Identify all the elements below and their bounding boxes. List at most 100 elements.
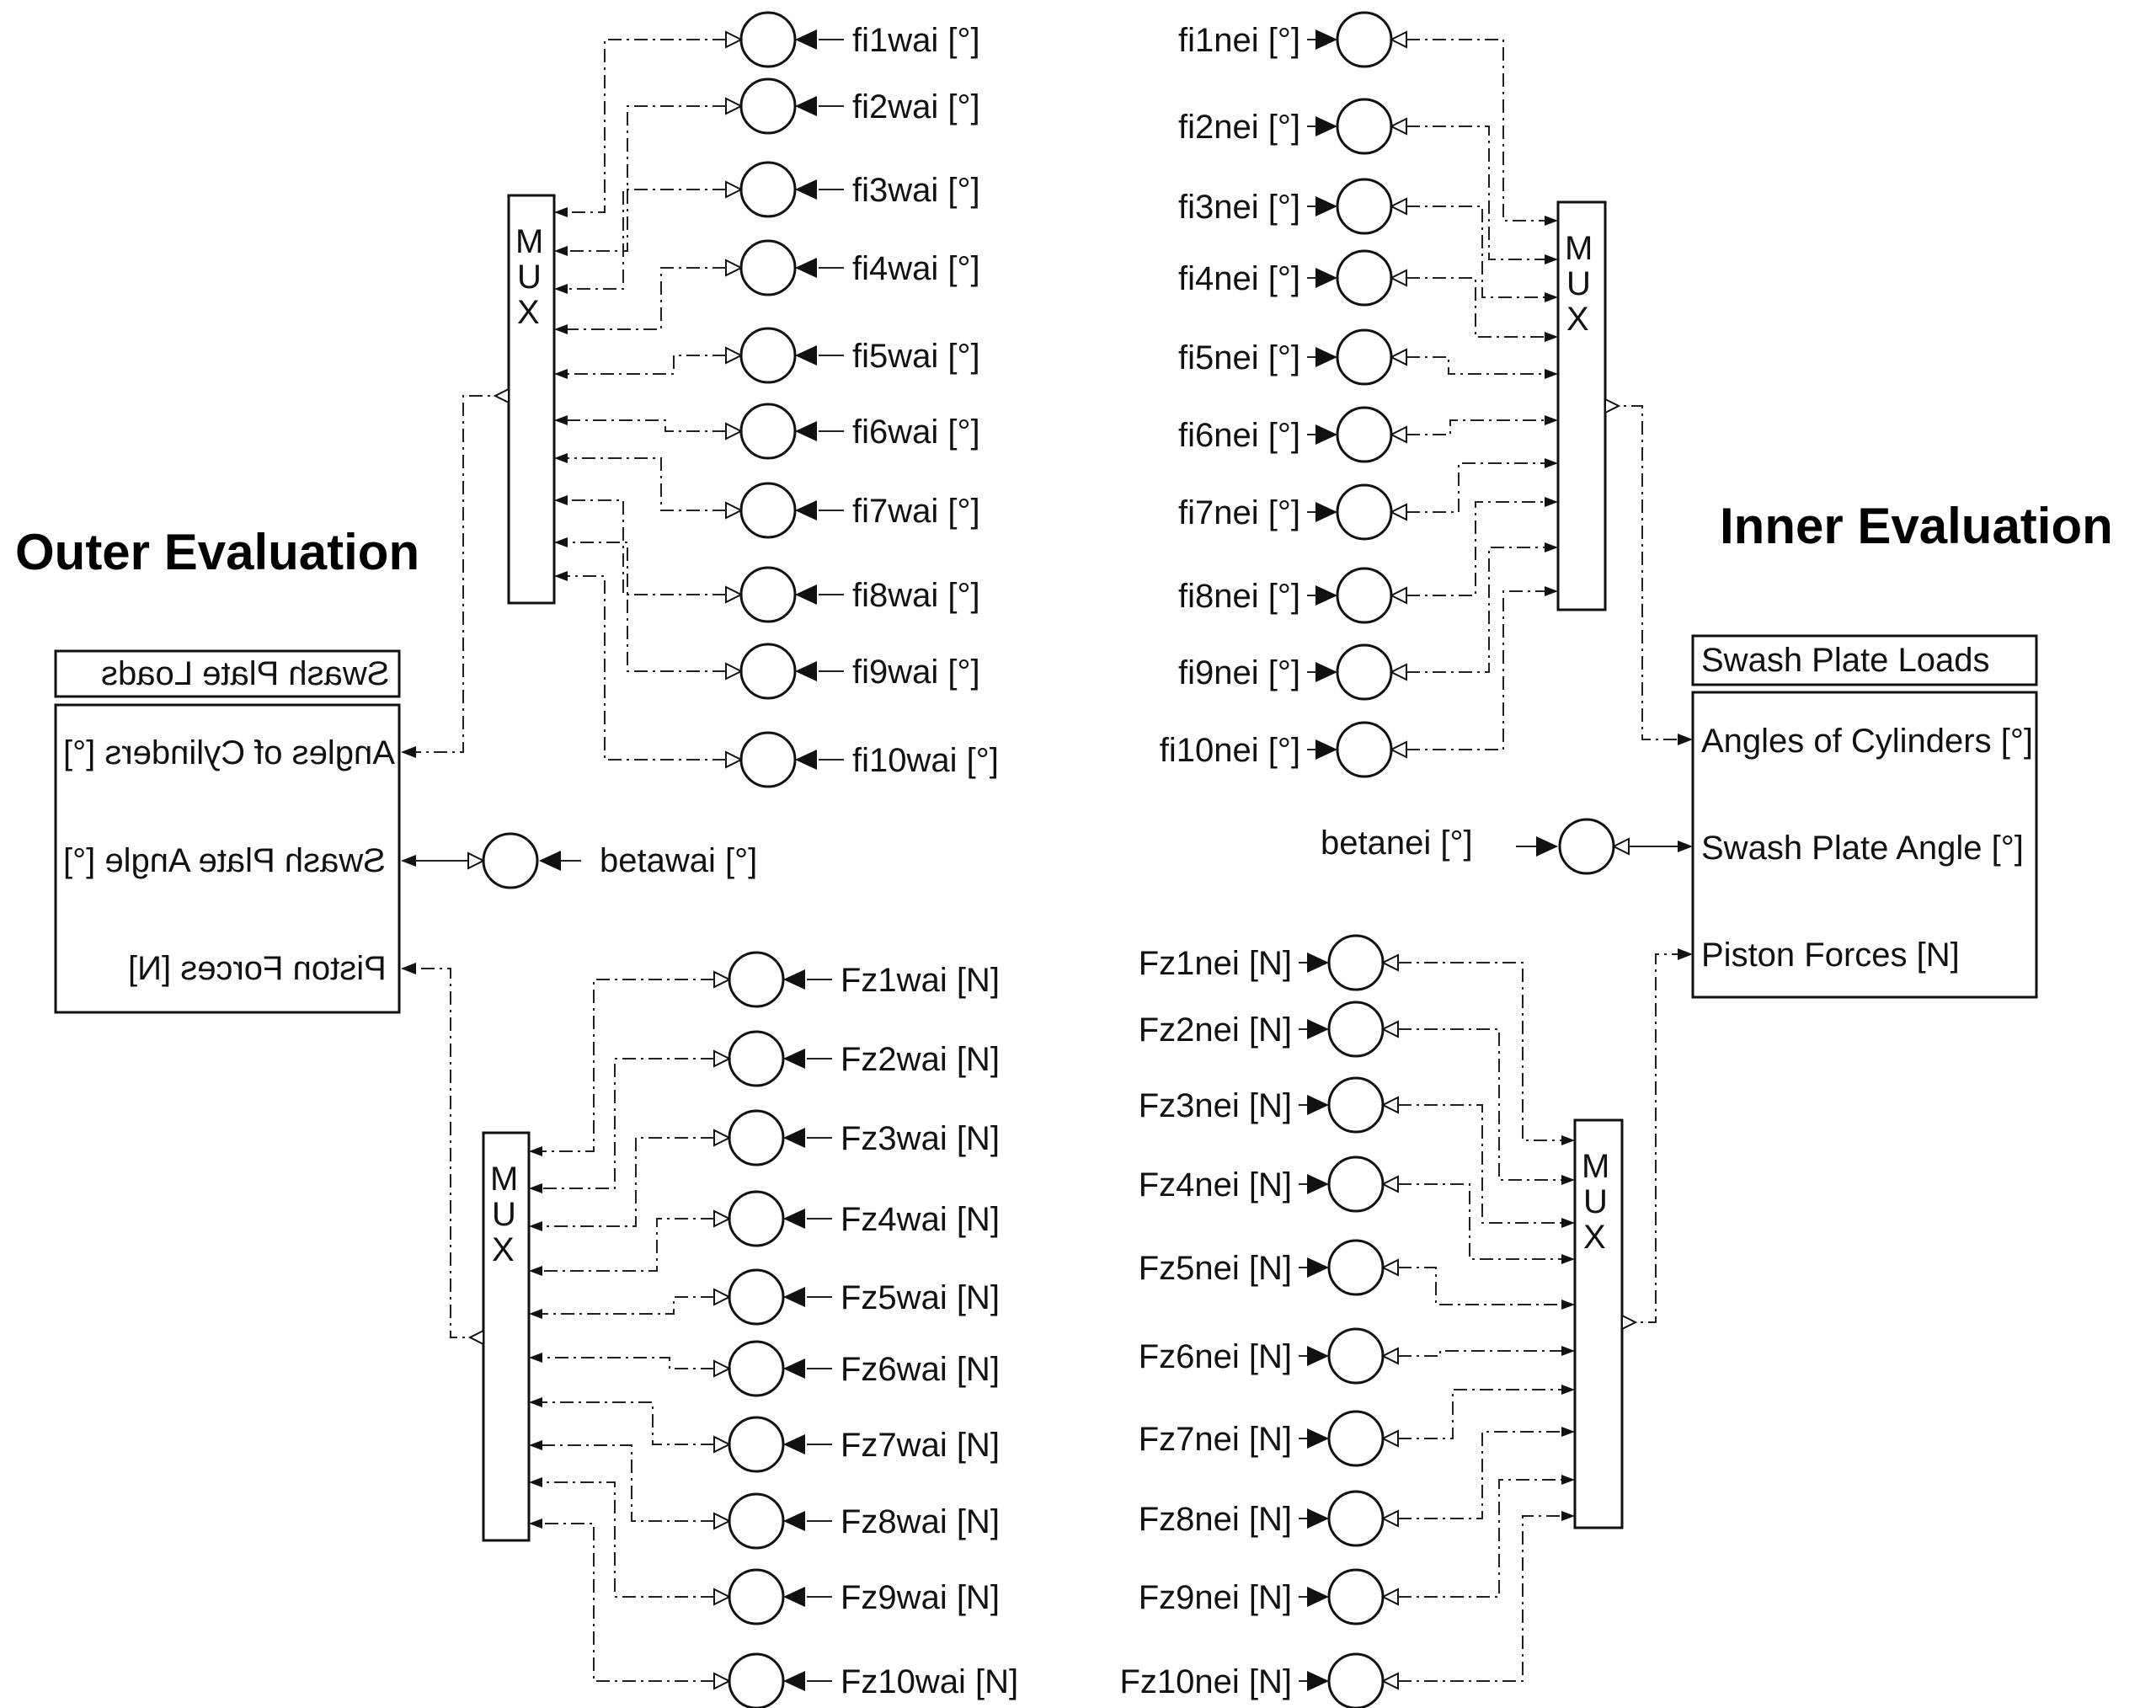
outer-fi-input-3[interactable]: fi3wai [°] [554,161,980,294]
arrow-icon [1561,1346,1575,1356]
outer-fz-input-2[interactable]: Fz2wai [N] [529,1030,1000,1193]
gain-output-port [1389,503,1407,521]
inner-fz-input-8[interactable]: Fz8nei [N] [1139,1427,1575,1547]
inner-fi-input-1[interactable]: fi1nei [°] [1178,11,1558,226]
inner-fi-input-8[interactable]: fi8nei [°] [1178,497,1558,624]
inner-fz-input-4[interactable]: Fz4nei [N] [1139,1156,1575,1264]
inner-fz-input-7[interactable]: Fz7nei [N] [1139,1385,1575,1467]
outer-fz-input-9[interactable]: Fz9wai [N] [529,1477,1000,1625]
inner-fi-input-10[interactable]: fi10nei [°] [1160,586,1558,778]
outer-fi-input-1[interactable]: fi1wai [°] [554,11,980,217]
arrow-icon [401,746,416,758]
inner-angle-mux[interactable]: M U X [1556,200,1607,611]
gain-circle [728,1568,785,1625]
arrow-icon [1678,734,1693,745]
arrow-icon [554,324,568,334]
arrow-icon [795,345,817,366]
outer-fi-input-4[interactable]: fi4wai [°] [554,239,980,334]
signal-wire [566,355,726,375]
inner-fz-input-9[interactable]: Fz9nei [N] [1139,1475,1575,1625]
arrow-icon [401,855,416,867]
gain-output-port [713,1129,732,1147]
arrow-icon [1307,1174,1329,1194]
inner-fz-input-5[interactable]: Fz5nei [N] [1139,1239,1575,1310]
arrow-icon [1315,196,1337,216]
signal-wire [566,267,726,330]
outer-fz-input-8[interactable]: Fz8wai [N] [529,1440,1000,1550]
inner-fi-input-5[interactable]: fi5nei [°] [1178,328,1558,386]
gain-circle [728,1416,785,1473]
inner-force-mux[interactable]: M U X [1573,1118,1624,1529]
outer-fi-input-5[interactable]: fi5wai [°] [554,327,980,384]
signal-label: Fz9nei [N] [1139,1579,1292,1616]
signal-label: Fz2nei [N] [1139,1011,1292,1049]
outer-angle-mux-output-wire [413,395,509,753]
outer-fz-input-3[interactable]: Fz3wai [N] [529,1109,1000,1231]
signal-wire [566,542,726,672]
inner-fz-input-6[interactable]: Fz6nei [N] [1139,1327,1575,1385]
arrow-icon [1307,1257,1329,1278]
signal-label: fi6wai [°] [852,414,980,451]
inner-fi-input-2[interactable]: fi2nei [°] [1178,98,1558,264]
arrow-icon [1307,1671,1329,1691]
arrow-icon [1561,1218,1575,1228]
signal-wire [1406,39,1546,222]
signal-wire [541,1296,714,1315]
arrow-icon [1545,497,1558,507]
outer-fi-input-7[interactable]: fi7wai [°] [554,453,980,539]
gain-output-port [725,180,744,199]
gain-circle [1327,1001,1385,1058]
signal-label: Fz9wai [N] [841,1579,1000,1616]
outer-angle-mux[interactable]: M U X [507,194,556,605]
gain-output-port [713,1359,732,1378]
outer-fz-input-7[interactable]: Fz7wai [N] [529,1397,1000,1473]
inner-beta-input[interactable]: betanei [°] [1321,818,1693,875]
outer-fz-input-10[interactable]: Fz10wai [N] [529,1519,1018,1708]
arrow-icon [1307,1587,1329,1607]
signal-label: Fz4wai [N] [841,1201,1000,1238]
outer-fz-input-6[interactable]: Fz6wai [N] [529,1340,1000,1397]
inner-fz-input-3[interactable]: Fz3nei [N] [1139,1076,1575,1228]
outer-fz-input-4[interactable]: Fz4wai [N] [529,1190,1000,1276]
inner-fi-input-3[interactable]: fi3nei [°] [1178,178,1558,302]
inner-fi-input-4[interactable]: fi4nei [°] [1178,249,1558,342]
signal-wire [566,105,726,252]
outer-fz-input-5[interactable]: Fz5wai [N] [529,1268,1000,1326]
inner-fz-input-1[interactable]: Fz1nei [N] [1139,934,1575,1145]
gain-output-port [467,851,486,870]
inner-swash-plate-loads-block[interactable]: Swash Plate Loads Angles of Cylinders [°… [1691,634,2038,999]
arrow-icon [1545,369,1558,379]
outer-swash-plate-loads-block[interactable]: Swash Plate Loads Angles of Cylinders [°… [54,649,401,1014]
arrow-icon [554,571,568,581]
mux-letter: X [517,294,540,331]
signal-wire [1406,356,1546,375]
gain-output-port [725,30,744,49]
signal-wire [1398,1267,1563,1305]
gain-circle [728,1190,785,1247]
inner-fz-input-10[interactable]: Fz10nei [N] [1119,1511,1575,1708]
signal-label: Fz10nei [N] [1119,1663,1292,1700]
outer-force-mux[interactable]: M U X [482,1131,531,1542]
gain-output-port [1380,1588,1399,1606]
outer-fi-input-8[interactable]: fi8wai [°] [554,495,980,623]
arrow-icon [1561,1475,1575,1485]
arrow-icon [1315,662,1337,682]
arrow-icon [1315,502,1337,522]
inner-fi-input-6[interactable]: fi6nei [°] [1178,406,1558,463]
outer-fi-input-6[interactable]: fi6wai [°] [554,403,980,460]
inner-port-piston-forces: Piston Forces [N] [1701,937,1960,974]
outer-fi-input-2[interactable]: fi2wai [°] [554,77,980,256]
mux-letter: U [1566,265,1591,302]
outer-fz-input-1[interactable]: Fz1wai [N] [529,951,1000,1156]
inner-fi-input-9[interactable]: fi9nei [°] [1178,542,1558,701]
outer-fi-input-9[interactable]: fi9wai [°] [554,537,980,700]
inner-fz-input-2[interactable]: Fz2nei [N] [1139,1001,1575,1185]
outer-fi-input-10[interactable]: fi10wai [°] [554,571,999,788]
arrow-icon [783,1511,805,1531]
mux-output-port [467,1329,484,1346]
arrow-icon [554,415,568,425]
arrow-icon [1315,585,1337,606]
outer-beta-input[interactable]: betawai [°] [401,832,757,889]
signal-wire [1398,1183,1563,1260]
inner-fi-input-7[interactable]: fi7nei [°] [1178,458,1558,541]
